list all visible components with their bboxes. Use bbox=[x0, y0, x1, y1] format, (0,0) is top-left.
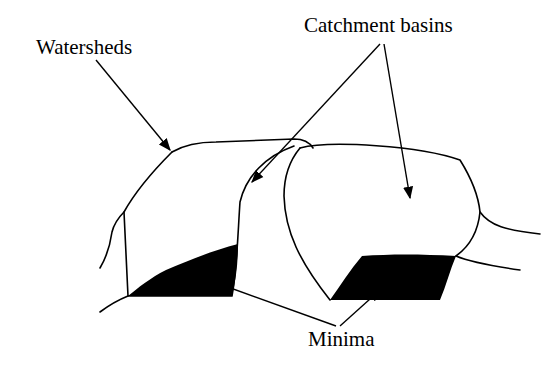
basin-outline bbox=[300, 144, 480, 256]
minimum-region bbox=[128, 244, 238, 296]
leader-arrow bbox=[252, 44, 380, 182]
leader-arrow bbox=[96, 60, 170, 150]
basin-outline bbox=[124, 146, 294, 296]
terrain-profile bbox=[480, 212, 540, 234]
callout-label: Minima bbox=[306, 328, 377, 351]
terrain-profile bbox=[100, 212, 124, 268]
leader-arrow bbox=[384, 44, 410, 198]
minimum-region bbox=[330, 255, 456, 301]
leader-arrow bbox=[340, 290, 380, 326]
terrain-profile bbox=[100, 296, 128, 312]
leader-arrow bbox=[214, 282, 336, 326]
watershed-ridge bbox=[172, 139, 313, 152]
basin-wall bbox=[284, 148, 330, 300]
callout-label: Watersheds bbox=[34, 36, 134, 59]
terrain-profile bbox=[456, 256, 520, 270]
callout-label: Catchment basins bbox=[302, 14, 455, 37]
